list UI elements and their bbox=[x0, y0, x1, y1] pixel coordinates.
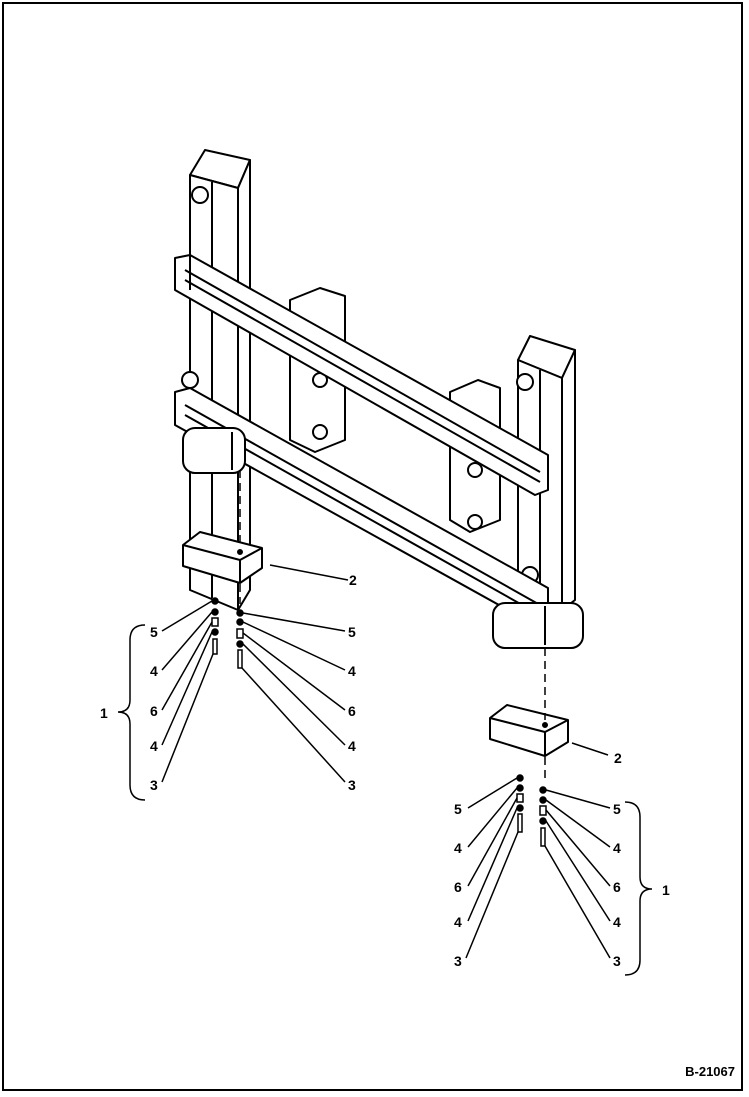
left-weight-block bbox=[182, 531, 263, 584]
callout-inner-bolt: 3 bbox=[348, 777, 356, 793]
right-outer-hardware bbox=[516, 774, 524, 833]
callout-right-assembly: 1 bbox=[662, 882, 670, 898]
left-outer-hardware bbox=[211, 597, 219, 655]
figure-id: B-21067 bbox=[685, 1064, 735, 1079]
callout-right-inner-bolt: 3 bbox=[613, 953, 621, 969]
left-foot bbox=[182, 427, 246, 474]
callout-left-lock-washer-2: 4 bbox=[150, 738, 158, 754]
assembly-braces bbox=[117, 624, 653, 976]
right-inner-hardware bbox=[539, 786, 547, 847]
upper-cross-bar bbox=[174, 254, 549, 496]
callout-right-outer-spacer: 6 bbox=[454, 879, 462, 895]
left-inner-hardware bbox=[236, 609, 244, 669]
callout-right-outer-lock-washer: 4 bbox=[454, 840, 462, 856]
callout-right-outer-washer: 5 bbox=[454, 801, 462, 817]
callout-left-lock-washer: 4 bbox=[150, 663, 158, 679]
callout-left-spacer: 6 bbox=[150, 703, 158, 719]
callout-right-inner-lock-washer: 4 bbox=[613, 840, 621, 856]
right-assembly-brace bbox=[624, 801, 653, 976]
callout-inner-lock-washer-2: 4 bbox=[348, 738, 356, 754]
right-foot bbox=[492, 602, 584, 649]
alignment-lines bbox=[239, 470, 546, 780]
callout-right-weight: 2 bbox=[614, 750, 622, 766]
callout-right-outer-bolt: 3 bbox=[454, 953, 462, 969]
callout-left-weight: 2 bbox=[349, 572, 357, 588]
right-weight-block bbox=[489, 704, 569, 757]
callout-inner-washer: 5 bbox=[348, 624, 356, 640]
callout-inner-spacer: 6 bbox=[348, 703, 356, 719]
callout-right-inner-washer: 5 bbox=[613, 801, 621, 817]
callout-right-inner-lock-washer-2: 4 bbox=[613, 914, 621, 930]
callout-left-washer: 5 bbox=[150, 624, 158, 640]
callout-right-inner-spacer: 6 bbox=[613, 879, 621, 895]
leader-lines bbox=[161, 564, 611, 959]
callout-left-bolt: 3 bbox=[150, 777, 158, 793]
callout-inner-lock-washer: 4 bbox=[348, 663, 356, 679]
callout-labels: 1 5 4 6 4 3 5 4 6 4 3 2 2 5 4 6 4 3 5 4 … bbox=[100, 572, 670, 969]
left-assembly-brace bbox=[117, 624, 146, 801]
callout-left-assembly: 1 bbox=[100, 705, 108, 721]
callout-right-outer-lock-washer-2: 4 bbox=[454, 914, 462, 930]
